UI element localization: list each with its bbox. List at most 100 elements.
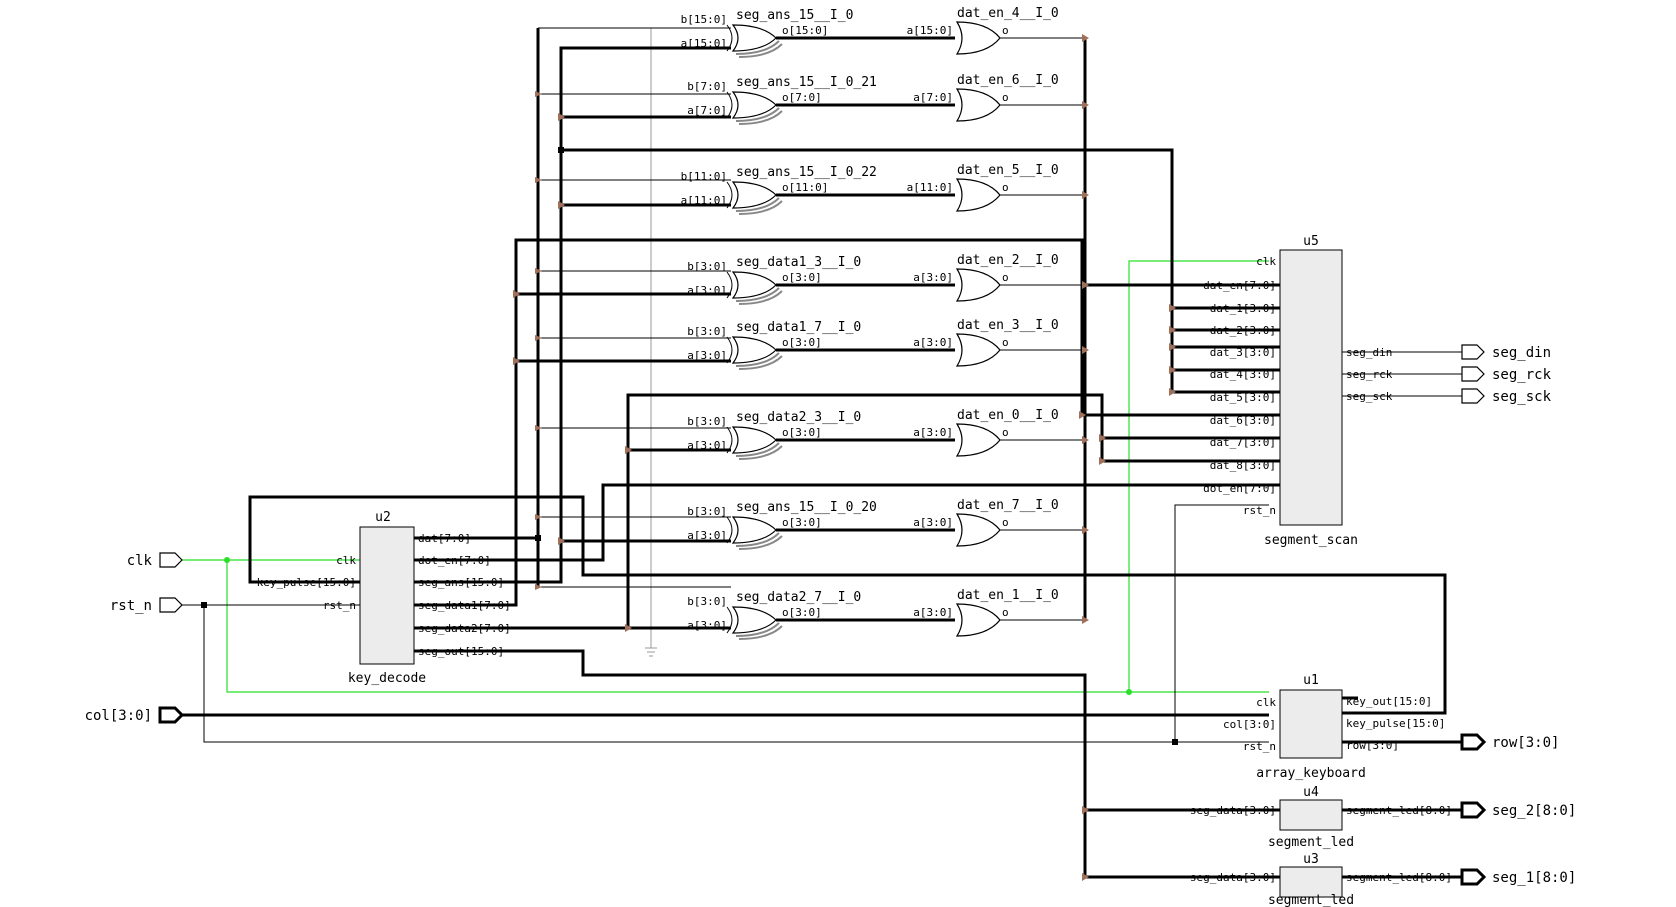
port-seg-2[interactable]: seg_2[8:0] — [1460, 801, 1576, 819]
u5-in-clk: clk — [1256, 255, 1276, 268]
or-gate-name: dat_en_5__I_0 — [957, 163, 1059, 178]
or-gate-out: o — [1002, 516, 1009, 529]
xor-gate-in_b: b[3:0] — [687, 505, 727, 518]
xor-gate-body — [731, 24, 777, 52]
or-gate-body — [955, 268, 1001, 302]
block-u4-segment-led[interactable]: u4 seg_data[3:0] segment_led[8:0] segmen… — [1190, 785, 1452, 850]
xor-gate-back-arc — [726, 271, 733, 299]
xor-gate-back-arc — [726, 606, 733, 634]
or-gate-name: dat_en_1__I_0 — [957, 588, 1059, 603]
u2-module-name: key_decode — [348, 671, 426, 686]
xor-gate-back-arc — [726, 181, 733, 209]
or-gate-7[interactable]: dat_en_7__I_0a[3:0]o — [913, 498, 1059, 547]
block-u5-segment-scan[interactable]: u5 clk dat_en[7:0] dat_1[3:0] dat_2[3:0]… — [1203, 234, 1393, 548]
xor-gate-in_b: b[3:0] — [687, 260, 727, 273]
or-gate-body — [955, 423, 1001, 457]
u1-out-key-out: key_out[15:0] — [1346, 695, 1432, 708]
u1-out-key-pulse: key_pulse[15:0] — [1346, 717, 1445, 730]
u5-in-dat-en: dat_en[7:0] — [1203, 279, 1276, 292]
xor-gate-name: seg_ans_15__I_0_22 — [736, 165, 877, 180]
port-clk[interactable]: clk — [127, 552, 183, 569]
block-u2-key-decode[interactable]: u2 clk key_pulse[15:0] rst_n dat[7:0] do… — [257, 510, 511, 686]
xor-gate-4[interactable]: seg_data1_3__I_0b[3:0]a[3:0]o[3:0] — [687, 255, 861, 305]
or-gate-out: o — [1002, 336, 1009, 349]
xor-gate-in_a: a[3:0] — [687, 284, 727, 297]
port-seg-2-label: seg_2[8:0] — [1492, 803, 1576, 819]
u1-out-row: row[3:0] — [1346, 739, 1399, 752]
port-seg-rck-label: seg_rck — [1492, 367, 1552, 383]
port-seg-din[interactable]: seg_din — [1461, 344, 1551, 361]
u2-in-key-pulse: key_pulse[15:0] — [257, 576, 356, 589]
xor-gate-out: o[3:0] — [782, 336, 822, 349]
or-gate-4[interactable]: dat_en_2__I_0a[3:0]o — [913, 253, 1059, 302]
u5-in-dat-2: dat_2[3:0] — [1210, 324, 1276, 337]
xor-gate-body — [731, 426, 777, 454]
u2-instance-name: u2 — [375, 510, 391, 525]
u5-in-rst-n: rst_n — [1243, 504, 1276, 517]
xor-gate-in_a: a[7:0] — [687, 104, 727, 117]
u1-instance-name: u1 — [1303, 673, 1319, 688]
xor-shadow — [735, 287, 780, 302]
or-gate-name: dat_en_6__I_0 — [957, 73, 1059, 88]
or-gate-8[interactable]: dat_en_1__I_0a[3:0]o — [913, 588, 1059, 637]
block-u3-segment-led[interactable]: u3 seg_data[3:0] segment_led[8:0] segmen… — [1190, 852, 1452, 907]
u5-in-dat-6: dat_6[3:0] — [1210, 414, 1276, 427]
xor-gate-out: o[7:0] — [782, 91, 822, 104]
port-seg-rck[interactable]: seg_rck — [1461, 366, 1552, 383]
port-seg-sck[interactable]: seg_sck — [1461, 388, 1552, 405]
or-gate-out: o — [1002, 271, 1009, 284]
u4-instance-name: u4 — [1303, 785, 1319, 800]
xor-gate-out: o[15:0] — [782, 24, 828, 37]
or-gate-body — [955, 603, 1001, 637]
or-gate-3[interactable]: dat_en_5__I_0a[11:0]o — [907, 163, 1059, 212]
xor-gate-body — [731, 271, 777, 299]
or-gate-5[interactable]: dat_en_3__I_0a[3:0]o — [913, 318, 1059, 367]
u3-module-name: segment_led — [1268, 893, 1354, 907]
port-seg-1[interactable]: seg_1[8:0] — [1460, 868, 1576, 886]
xor-gate-body — [731, 336, 777, 364]
or-gate-name: dat_en_3__I_0 — [957, 318, 1059, 333]
port-col[interactable]: col[3:0] — [85, 706, 185, 724]
xor-gate-3[interactable]: seg_ans_15__I_0_22b[11:0]a[11:0]o[11:0] — [681, 165, 877, 215]
port-row[interactable]: row[3:0] — [1460, 733, 1559, 751]
u2-in-clk: clk — [336, 554, 356, 567]
xor-gate-2[interactable]: seg_ans_15__I_0_21b[7:0]a[7:0]o[7:0] — [687, 75, 877, 125]
xor-shadow — [738, 200, 783, 215]
xor-gate-8[interactable]: seg_data2_7__I_0b[3:0]a[3:0]o[3:0] — [687, 590, 861, 640]
xor-shadow — [735, 352, 780, 367]
port-rst-n[interactable]: rst_n — [110, 597, 183, 614]
u1-in-rst-n: rst_n — [1243, 740, 1276, 753]
or-gate-out: o — [1002, 91, 1009, 104]
xor-gate-name: seg_data2_3__I_0 — [736, 410, 861, 425]
xor-gate-6[interactable]: seg_data2_3__I_0b[3:0]a[3:0]o[3:0] — [687, 410, 861, 460]
u2-out-dot-en: dot_en[7:0] — [418, 554, 491, 567]
port-clk-label: clk — [127, 553, 153, 569]
xor-shadow — [738, 445, 783, 460]
u5-in-dat-4: dat_4[3:0] — [1210, 368, 1276, 381]
xor-gate-5[interactable]: seg_data1_7__I_0b[3:0]a[3:0]o[3:0] — [687, 320, 861, 370]
xor-gate-in_b: b[3:0] — [687, 595, 727, 608]
or-gate-name: dat_en_7__I_0 — [957, 498, 1059, 513]
u2-out-seg-out: seg_out[15:0] — [418, 645, 504, 658]
xor-shadow — [735, 40, 780, 55]
or-gate-in_a: a[3:0] — [913, 271, 953, 284]
xor-gate-in_b: b[7:0] — [687, 80, 727, 93]
xor-shadow — [738, 290, 783, 305]
or-gate-6[interactable]: dat_en_0__I_0a[3:0]o — [913, 408, 1059, 457]
xor-gate-in_b: b[15:0] — [681, 13, 727, 26]
u5-module-name: segment_scan — [1264, 533, 1358, 548]
xor-gate-out: o[3:0] — [782, 271, 822, 284]
or-gate-body — [955, 333, 1001, 367]
or-gate-out: o — [1002, 181, 1009, 194]
block-u1-array-keyboard[interactable]: u1 clk col[3:0] rst_n key_out[15:0] key_… — [1223, 673, 1445, 781]
or-gate-in_a: a[7:0] — [913, 91, 953, 104]
or-gate-2[interactable]: dat_en_6__I_0 a[7:0] o — [913, 73, 1059, 122]
u3-out-segment-led: segment_led[8:0] — [1346, 871, 1452, 884]
net-taps — [513, 34, 1176, 881]
or-gate-name: dat_en_0__I_0 — [957, 408, 1059, 423]
xor-gate-back-arc — [726, 24, 733, 52]
or-gate-1[interactable]: dat_en_4__I_0a[15:0]o — [907, 6, 1059, 55]
xor-gate-7[interactable]: seg_ans_15__I_0_20b[3:0]a[3:0]o[3:0] — [687, 500, 877, 550]
xor-gate-1[interactable]: seg_ans_15__I_0b[15:0]a[15:0]o[15:0] — [681, 8, 854, 58]
xor-shadow — [735, 442, 780, 457]
